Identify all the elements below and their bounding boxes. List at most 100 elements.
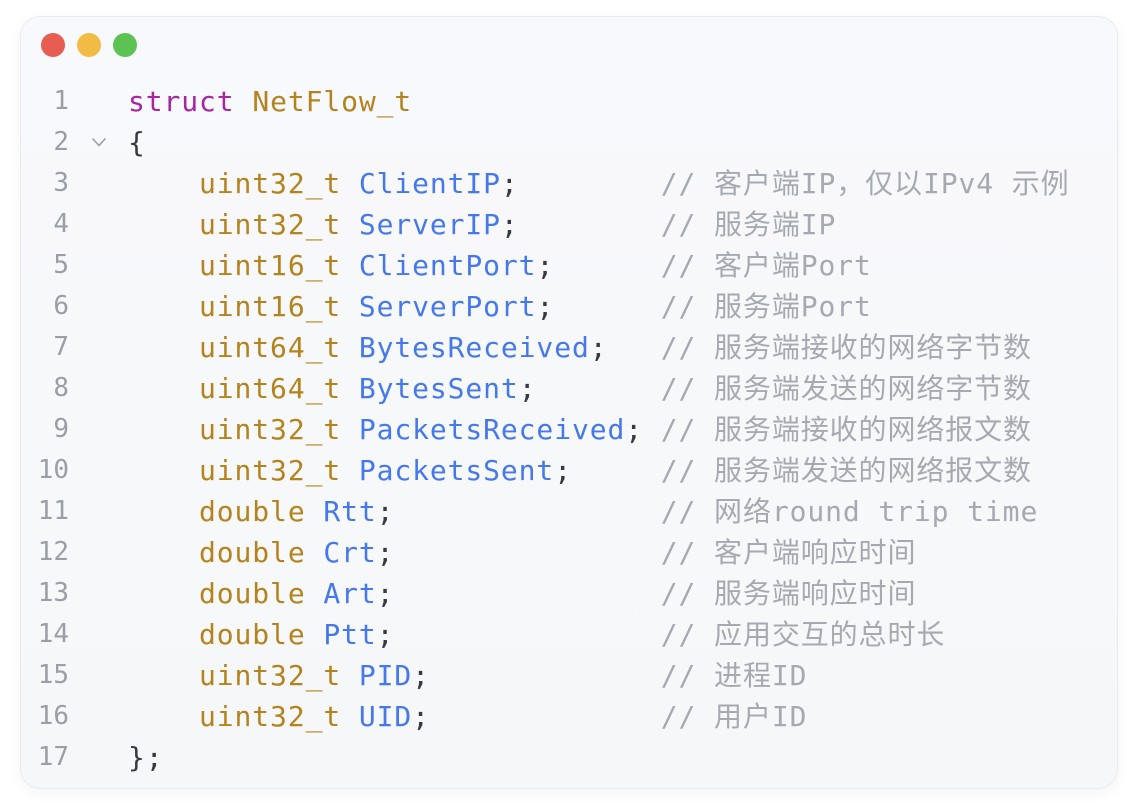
code-token-plain bbox=[536, 372, 660, 405]
code-token-punct: ; bbox=[376, 618, 395, 651]
code-token-plain bbox=[341, 700, 359, 733]
code-token-type: uint32_t bbox=[199, 454, 342, 487]
code-token-plain bbox=[128, 331, 199, 364]
code-token-plain bbox=[519, 167, 661, 200]
code-token-plain bbox=[306, 536, 324, 569]
code-token-plain bbox=[341, 413, 359, 446]
code-text: uint16_t ClientPort; // 客户端Port bbox=[128, 245, 872, 286]
code-line: 6 uint16_t ServerPort; // 服务端Port bbox=[21, 286, 1117, 327]
code-line: 11 double Rtt; // 网络round trip time bbox=[21, 491, 1117, 532]
code-comment: // 用户ID bbox=[660, 700, 808, 733]
code-comment: // 服务端Port bbox=[660, 290, 872, 323]
window-controls bbox=[41, 33, 137, 57]
code-token-plain bbox=[554, 290, 661, 323]
fold-gutter bbox=[69, 368, 128, 409]
code-token-ident: ServerPort bbox=[358, 290, 537, 323]
code-line: 13 double Art; // 服务端响应时间 bbox=[21, 573, 1117, 614]
code-text: uint16_t ServerPort; // 服务端Port bbox=[128, 286, 872, 327]
fold-gutter bbox=[69, 81, 128, 122]
fold-toggle[interactable] bbox=[69, 122, 128, 163]
code-token-plain bbox=[341, 372, 359, 405]
code-token-plain bbox=[128, 413, 199, 446]
code-token-plain bbox=[341, 249, 359, 282]
code-token-plain bbox=[128, 249, 199, 282]
fold-gutter bbox=[69, 409, 128, 450]
code-text: double Ptt; // 应用交互的总时长 bbox=[128, 614, 945, 655]
code-token-plain bbox=[128, 167, 199, 200]
line-number: 12 bbox=[37, 537, 69, 567]
code-token-type: uint16_t bbox=[199, 290, 342, 323]
code-token-ident: BytesReceived bbox=[358, 331, 590, 364]
code-line: 15 uint32_t PID; // 进程ID bbox=[21, 655, 1117, 696]
code-text: uint32_t PID; // 进程ID bbox=[128, 655, 807, 696]
code-text: { bbox=[128, 122, 146, 163]
code-text: uint32_t ServerIP; // 服务端IP bbox=[128, 204, 836, 245]
line-number: 6 bbox=[53, 291, 69, 321]
code-token-plain bbox=[394, 577, 660, 610]
line-number: 5 bbox=[53, 250, 69, 280]
code-token-punct: ; bbox=[376, 577, 395, 610]
code-token-type: uint32_t bbox=[199, 700, 342, 733]
code-token-type: uint32_t bbox=[199, 413, 342, 446]
line-number: 3 bbox=[53, 168, 69, 198]
code-line: 16 uint32_t UID; // 用户ID bbox=[21, 696, 1117, 737]
fold-gutter bbox=[69, 737, 128, 778]
code-token-plain bbox=[128, 495, 199, 528]
code-comment: // 服务端接收的网络字节数 bbox=[660, 331, 1032, 364]
code-line: 17}; bbox=[21, 737, 1117, 778]
code-token-plain bbox=[554, 249, 661, 282]
code-token-plain bbox=[430, 659, 661, 692]
code-token-ident: Crt bbox=[323, 536, 377, 569]
code-text: uint32_t PacketsReceived; // 服务端接收的网络报文数 bbox=[128, 409, 1032, 450]
code-line: 4 uint32_t ServerIP; // 服务端IP bbox=[21, 204, 1117, 245]
code-token-ident: ServerIP bbox=[358, 208, 501, 241]
code-comment: // 服务端接收的网络报文数 bbox=[660, 413, 1032, 446]
traffic-light-green-icon[interactable] bbox=[113, 33, 137, 57]
code-token-plain bbox=[128, 577, 199, 610]
code-line: 12 double Crt; // 客户端响应时间 bbox=[21, 532, 1117, 573]
line-number: 14 bbox=[37, 619, 69, 649]
code-text: uint64_t BytesSent; // 服务端发送的网络字节数 bbox=[128, 368, 1032, 409]
fold-gutter bbox=[69, 327, 128, 368]
line-number: 2 bbox=[53, 127, 69, 157]
code-line: 7 uint64_t BytesReceived; // 服务端接收的网络字节数 bbox=[21, 327, 1117, 368]
code-token-punct: ; bbox=[500, 167, 519, 200]
code-comment: // 网络round trip time bbox=[660, 495, 1039, 528]
code-token-plain bbox=[607, 331, 660, 364]
code-token-plain bbox=[394, 536, 660, 569]
code-comment: // 客户端IP，仅以IPv4 示例 bbox=[660, 167, 1070, 200]
code-comment: // 服务端响应时间 bbox=[660, 577, 917, 610]
line-number: 13 bbox=[37, 578, 69, 608]
fold-gutter bbox=[69, 245, 128, 286]
code-token-plain bbox=[235, 85, 253, 118]
code-token-punct: ; bbox=[412, 700, 430, 733]
code-token-plain bbox=[341, 290, 359, 323]
code-token-plain bbox=[306, 618, 324, 651]
code-token-type: uint32_t bbox=[199, 208, 342, 241]
code-token-type: uint16_t bbox=[199, 249, 342, 282]
code-line: 14 double Ptt; // 应用交互的总时长 bbox=[21, 614, 1117, 655]
traffic-light-red-icon[interactable] bbox=[41, 33, 65, 57]
code-token-kw: struct bbox=[128, 85, 235, 118]
window-titlebar bbox=[21, 17, 1117, 57]
code-token-plain bbox=[128, 208, 199, 241]
code-token-type: NetFlow_t bbox=[252, 85, 413, 118]
fold-gutter bbox=[69, 532, 128, 573]
code-token-type: double bbox=[199, 618, 306, 651]
fold-gutter bbox=[69, 450, 128, 491]
code-comment: // 服务端发送的网络字节数 bbox=[660, 372, 1032, 405]
code-comment: // 应用交互的总时长 bbox=[660, 618, 946, 651]
code-token-plain bbox=[572, 454, 661, 487]
code-token-plain bbox=[128, 536, 199, 569]
code-token-plain bbox=[394, 618, 660, 651]
code-line: 8 uint64_t BytesSent; // 服务端发送的网络字节数 bbox=[21, 368, 1117, 409]
line-number: 9 bbox=[53, 414, 69, 444]
line-number: 4 bbox=[53, 209, 69, 239]
code-text: uint32_t ClientIP; // 客户端IP，仅以IPv4 示例 bbox=[128, 163, 1070, 204]
chevron-down-icon[interactable] bbox=[91, 137, 107, 148]
traffic-light-yellow-icon[interactable] bbox=[77, 33, 101, 57]
code-token-punct: ; bbox=[589, 331, 608, 364]
code-token-type: double bbox=[199, 577, 306, 610]
code-token-ident: PID bbox=[358, 659, 413, 692]
code-text: double Art; // 服务端响应时间 bbox=[128, 573, 916, 614]
